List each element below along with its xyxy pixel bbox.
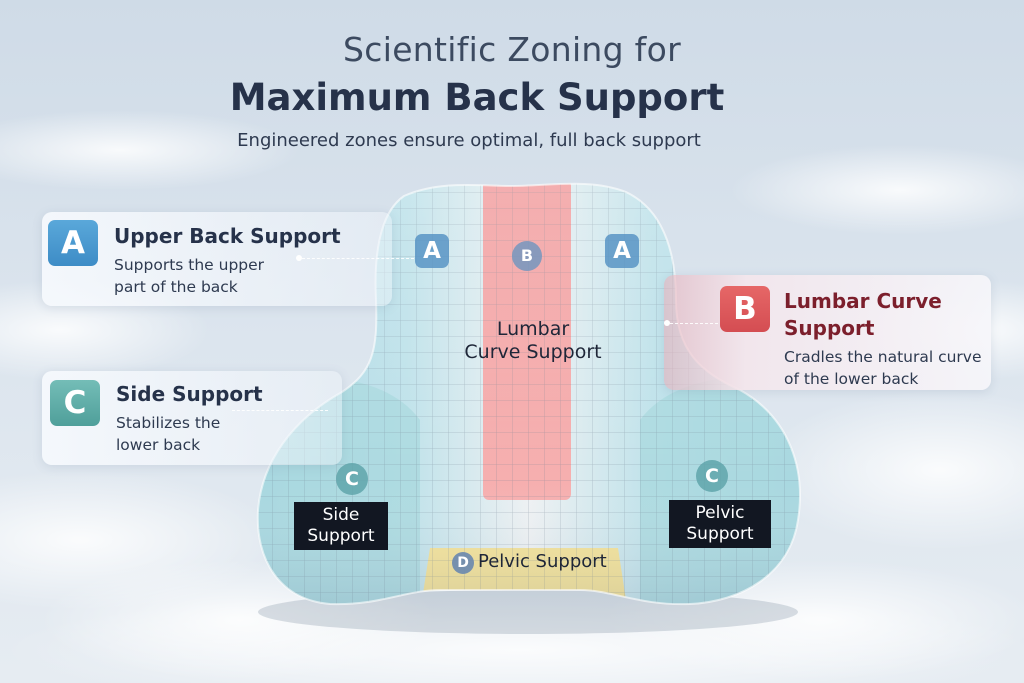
pillow-marker-c-left: C xyxy=(336,463,368,495)
callout-desc-lumbar-2: of the lower back xyxy=(784,370,919,388)
badge-a: A xyxy=(48,220,98,266)
pillow-marker-b: B xyxy=(512,241,542,271)
connector-line-c xyxy=(232,410,328,411)
pelvic-support-label-2: Support xyxy=(686,524,754,544)
badge-b: B xyxy=(720,286,770,332)
connector-line-a xyxy=(302,258,414,259)
connector-dot-b xyxy=(664,320,670,326)
lumbar-zone-label-2: Curve Support xyxy=(464,341,602,363)
side-support-label-1: Side xyxy=(322,505,360,525)
callout-desc-side-2: lower back xyxy=(116,436,201,454)
badge-c: C xyxy=(50,380,100,426)
pillow-marker-a-left: A xyxy=(415,234,449,268)
lumbar-zone-label-1: Lumbar xyxy=(496,318,570,340)
pillow-marker-d: D xyxy=(452,552,474,574)
pillow-marker-c-right: C xyxy=(696,460,728,492)
side-support-label: Side Support xyxy=(294,502,388,550)
callout-title-lumbar-1: Lumbar Curve xyxy=(784,289,942,313)
callout-desc-lumbar-1: Cradles the natural curve xyxy=(784,348,982,366)
heading-line2: Maximum Back Support xyxy=(229,76,725,119)
callout-desc-upper-back-1: Supports the upper xyxy=(114,256,265,274)
callout-card-lumbar xyxy=(664,275,991,390)
subtitle: Engineered zones ensure optimal, full ba… xyxy=(237,130,701,151)
pelvic-zone-label: Pelvic Support xyxy=(478,551,607,572)
pelvic-support-label-1: Pelvic xyxy=(695,503,745,523)
callout-desc-side-1: Stabilizes the xyxy=(116,414,221,432)
callout-title-side: Side Support xyxy=(116,382,263,406)
connector-line-b xyxy=(670,323,718,324)
pillow-marker-a-right: A xyxy=(605,234,639,268)
pelvic-support-label: Pelvic Support xyxy=(669,500,771,548)
connector-dot-a xyxy=(296,255,302,261)
callout-desc-upper-back-2: part of the back xyxy=(114,278,238,296)
heading-line1: Scientific Zoning for xyxy=(343,30,681,69)
side-support-label-2: Support xyxy=(307,526,375,546)
callout-title-lumbar-2: Support xyxy=(784,316,875,340)
callout-card-upper-back xyxy=(42,212,392,306)
callout-title-upper-back: Upper Back Support xyxy=(114,224,341,248)
